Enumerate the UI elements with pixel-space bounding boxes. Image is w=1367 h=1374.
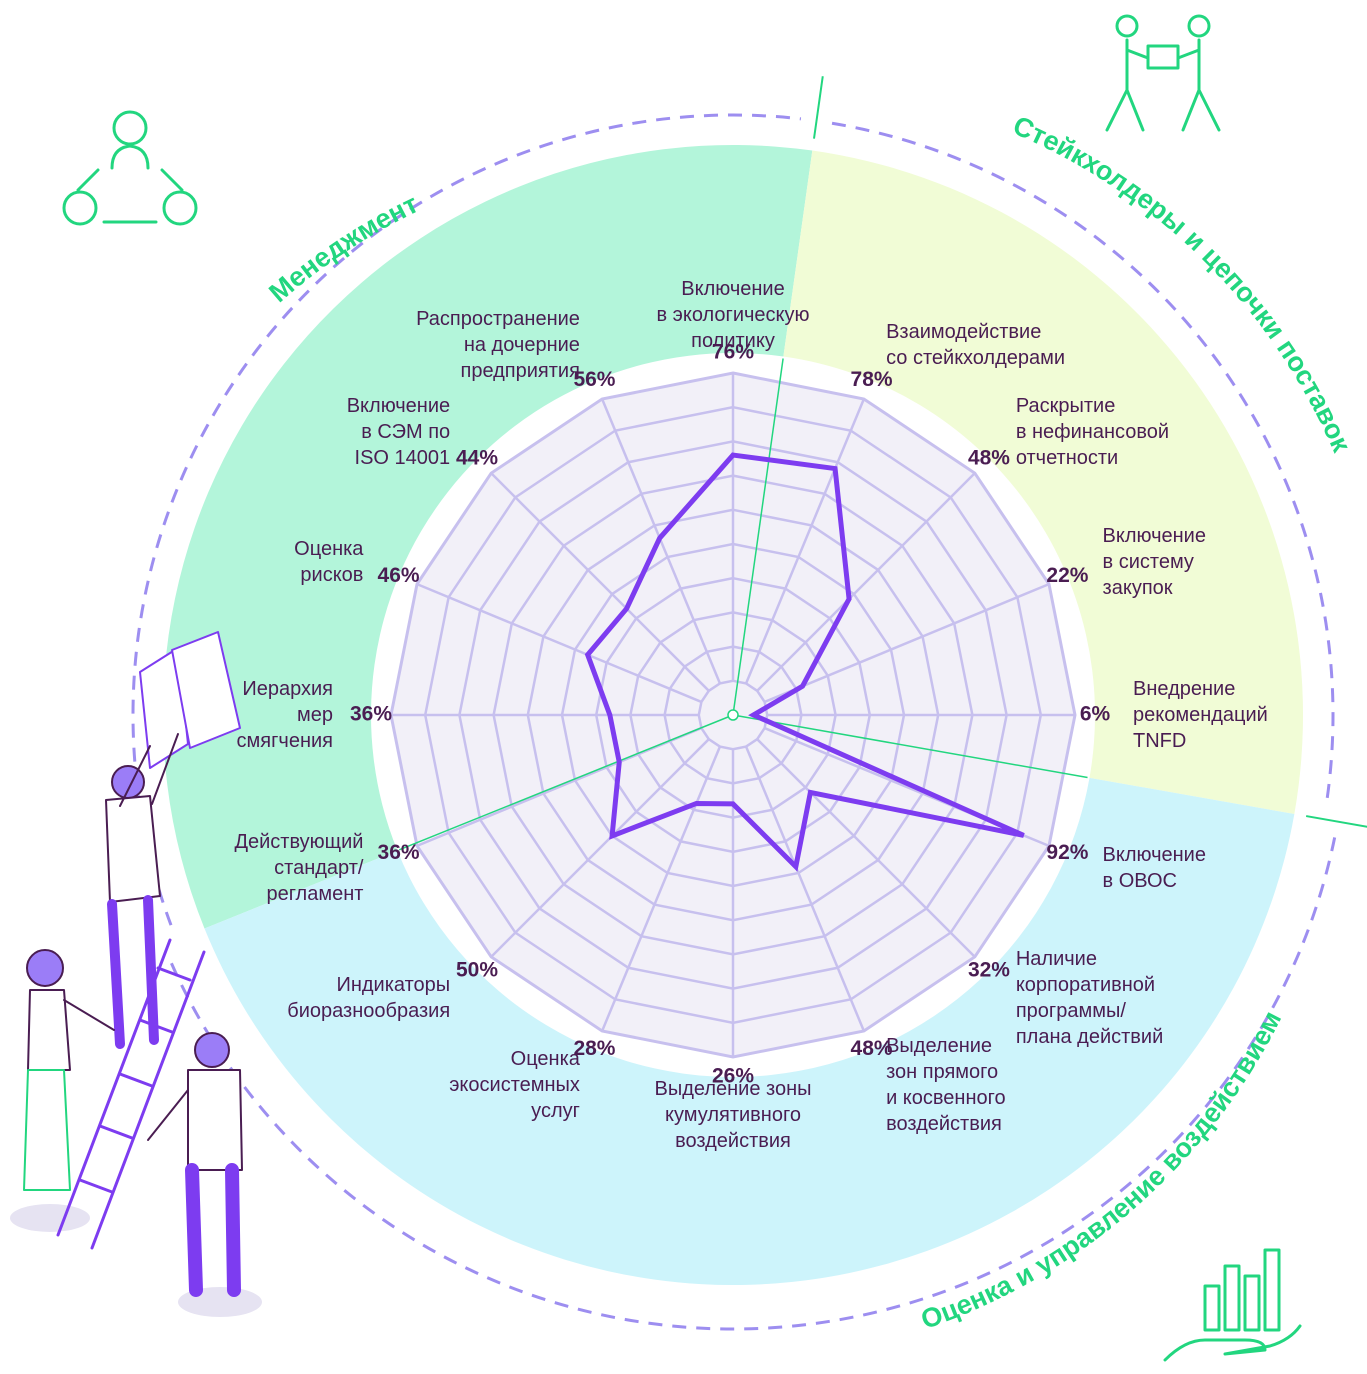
section-bg-2 bbox=[204, 777, 1295, 1285]
value-label: 48% bbox=[968, 447, 1010, 470]
radar-grid bbox=[389, 371, 1077, 1059]
axis-label: Оценка рисков bbox=[294, 537, 364, 586]
hand-chart-icon bbox=[1163, 1248, 1302, 1362]
series-line bbox=[584, 452, 1025, 872]
axis-label: Иерархия мер смягчения bbox=[236, 678, 333, 752]
section-boundary-2 bbox=[398, 714, 734, 851]
grid-spoke bbox=[600, 398, 722, 684]
section-dash-2 bbox=[168, 837, 1337, 1331]
value-label: 92% bbox=[1046, 841, 1088, 864]
value-label: 50% bbox=[456, 959, 498, 982]
axis-label: Внедрение рекомендаций TNFD bbox=[1133, 678, 1268, 752]
value-label: 32% bbox=[968, 959, 1010, 982]
axis-label: Включение в СЭМ по ISO 14001 bbox=[346, 395, 451, 470]
value-label: 36% bbox=[350, 703, 392, 726]
grid-spoke bbox=[416, 582, 702, 704]
section-dash-0 bbox=[131, 113, 802, 926]
grid-spoke bbox=[744, 746, 866, 1032]
value-label: 26% bbox=[712, 1065, 754, 1088]
center-point bbox=[727, 709, 739, 721]
person-on-ladder bbox=[105, 733, 179, 1049]
people-ladder-illustration bbox=[10, 631, 262, 1317]
section-divider-1 bbox=[1305, 815, 1367, 828]
radar-series bbox=[584, 452, 1025, 872]
axis-label: Наличие корпоративной программы/ плана д… bbox=[1015, 947, 1164, 1048]
grid-spoke bbox=[756, 738, 976, 958]
handover-box-icon bbox=[1105, 14, 1221, 132]
value-labels: 76% 78% 48% 22% 6% 92% 32% 48% 26% 28% 50% 36% 36% 46… bbox=[350, 341, 1111, 1088]
value-label: 78% bbox=[851, 368, 893, 391]
grid-spoke bbox=[490, 738, 710, 958]
axis-label: Действующий стандарт/ регламент bbox=[234, 831, 364, 906]
grid-spoke bbox=[600, 746, 722, 1032]
value-label: 46% bbox=[378, 564, 420, 587]
section-backgrounds bbox=[163, 144, 1303, 1285]
grid-spoke bbox=[490, 472, 710, 692]
woman-holding-ladder bbox=[23, 949, 115, 1191]
section-bg-1 bbox=[783, 150, 1303, 814]
section-boundary-lines bbox=[398, 358, 1088, 851]
value-label: 6% bbox=[1080, 703, 1111, 726]
value-label: 44% bbox=[456, 447, 498, 470]
value-label: 22% bbox=[1046, 564, 1088, 587]
axis-label: Взаимодействие со стейкхолдерами bbox=[886, 321, 1066, 370]
axis-label: Выделение зон прямого и косвенного возде… bbox=[886, 1034, 1006, 1135]
section-dash-1 bbox=[831, 121, 1335, 804]
value-label: 76% bbox=[712, 341, 754, 364]
grid-spoke bbox=[764, 582, 1050, 704]
section-bg-0 bbox=[163, 144, 813, 929]
value-label: 56% bbox=[573, 368, 615, 391]
section-boundary-0 bbox=[732, 358, 784, 716]
axis-label: Распространение на дочерние предприятия bbox=[416, 308, 580, 383]
value-label: 48% bbox=[851, 1037, 893, 1060]
axis-label: Выделение зоны кумулятивного воздействия bbox=[654, 1078, 812, 1152]
axis-label: Включение в систему закупок bbox=[1102, 524, 1206, 599]
grid-spoke bbox=[756, 472, 976, 692]
section-boundary-1 bbox=[732, 714, 1088, 779]
axis-label: Оценка экосистемных услуг bbox=[449, 1047, 580, 1122]
grid-spoke bbox=[744, 398, 866, 684]
axis-label: Включение в экологическую политику bbox=[656, 278, 810, 352]
people-network-icon bbox=[62, 110, 198, 226]
axis-label: Индикаторы биоразнообразия bbox=[287, 973, 451, 1022]
value-label: 28% bbox=[573, 1037, 615, 1060]
section-divider-0 bbox=[813, 76, 824, 139]
value-label: 36% bbox=[378, 841, 420, 864]
axis-label: Раскрытие в нефинансовой отчетности bbox=[1015, 395, 1170, 470]
section-dashed-rings bbox=[131, 113, 1337, 1331]
man-holding-ladder bbox=[147, 1032, 243, 1297]
axis-label: Включение в ОВОС bbox=[1102, 844, 1206, 893]
section-dividers bbox=[813, 76, 1367, 828]
